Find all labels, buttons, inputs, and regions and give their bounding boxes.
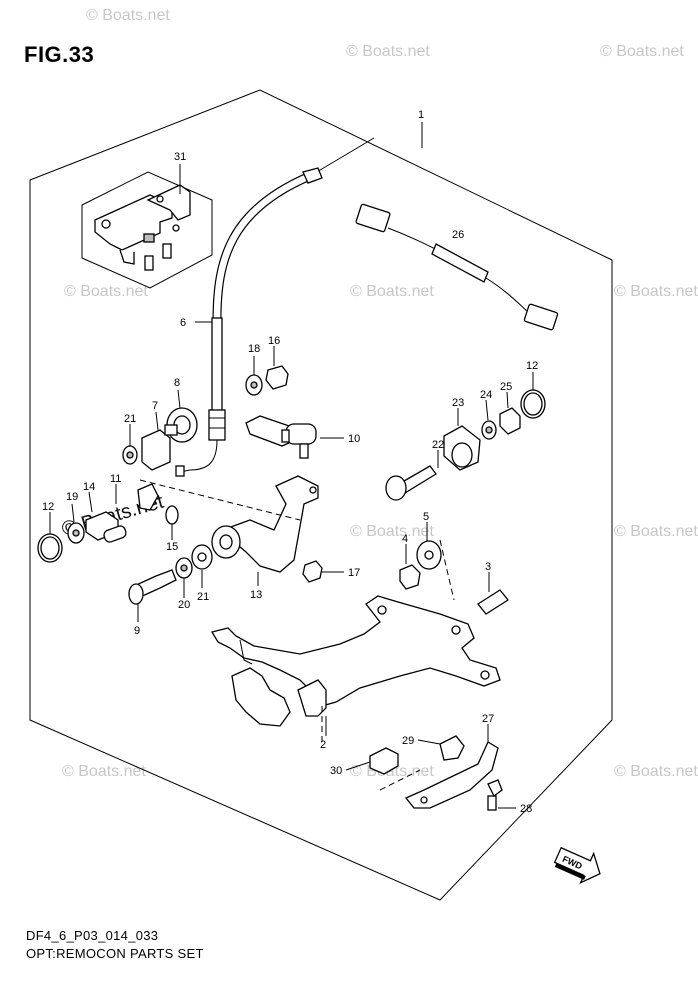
callout-12-left: 12 (42, 501, 54, 513)
remote-bracket-part (210, 595, 501, 727)
watermark: © Boats.net (86, 7, 170, 24)
callout-17: 17 (348, 567, 360, 579)
callout-14: 14 (83, 481, 95, 493)
callout-21-upper: 21 (124, 413, 136, 425)
callout-11: 11 (110, 473, 121, 485)
right-small-parts (385, 389, 546, 501)
nut-part (265, 365, 289, 390)
callout-6: 6 (180, 317, 186, 329)
callout-13: 13 (250, 589, 262, 601)
callout-30: 30 (330, 765, 342, 777)
control-cable-part (175, 137, 375, 477)
bolt-washer-parts (128, 544, 213, 605)
wire-lead-part (355, 203, 559, 331)
leader-lines (49, 122, 534, 809)
diagram-code: DF4_6_P03_014_033 (26, 928, 159, 943)
watermark: © Boats.net (614, 763, 698, 780)
callout-7: 7 (152, 400, 158, 412)
callout-3: 3 (485, 561, 491, 573)
watermark: © Boats.net (350, 283, 434, 300)
callout-15: 15 (166, 541, 178, 553)
callout-5: 5 (423, 511, 429, 523)
nut-washer-stud-parts (399, 540, 509, 615)
watermark: © Boats.net (346, 43, 430, 60)
assembly-lines (139, 479, 455, 791)
callout-1: 1 (418, 109, 424, 121)
parts-set-frame (29, 89, 613, 901)
callout-23: 23 (452, 397, 464, 409)
callout-2: 2 (320, 739, 326, 751)
bracket-kit-frame (81, 171, 213, 289)
diagram-name: OPT:REMOCON PARTS SET (26, 946, 204, 961)
watermark: © Boats.net (64, 283, 148, 300)
callout-labels: 1 2 3 4 5 6 7 8 9 10 11 12 12 13 14 15 1… (42, 109, 538, 815)
callout-28: 28 (520, 803, 532, 815)
callout-4: 4 (402, 533, 408, 545)
callout-21-lower: 21 (197, 591, 209, 603)
forward-direction-arrow: FWD (553, 846, 601, 885)
callout-18: 18 (248, 343, 260, 355)
callout-24: 24 (480, 389, 492, 401)
lever-assembly-part (122, 407, 198, 471)
callout-12-right: 12 (526, 360, 538, 372)
callout-16: 16 (268, 335, 280, 347)
left-small-parts (37, 483, 179, 563)
callout-22: 22 (432, 439, 444, 451)
callout-26: 26 (452, 229, 464, 241)
callout-19: 19 (66, 491, 78, 503)
watermark: © Boats.net (614, 283, 698, 300)
callout-29: 29 (402, 735, 414, 747)
bracket-kit-part (94, 184, 191, 271)
clip-bracket-parts (369, 735, 503, 811)
figure-title: FIG.33 (24, 42, 95, 67)
watermark: © Boats.net (600, 43, 684, 60)
callout-25: 25 (500, 381, 512, 393)
callout-27: 27 (482, 713, 494, 725)
watermark-layer: © Boats.net © Boats.net © Boats.net © Bo… (59, 7, 698, 780)
mount-bracket-part (211, 475, 323, 583)
watermark: © Boats.net (614, 523, 698, 540)
callout-10: 10 (348, 433, 360, 445)
watermark: © Boats.net (62, 763, 146, 780)
callout-31: 31 (174, 151, 186, 163)
cable-bracket-part (245, 415, 317, 459)
callout-9: 9 (134, 625, 140, 637)
callout-20: 20 (178, 599, 190, 611)
watermark: © Boats.net (350, 523, 434, 540)
callout-8: 8 (174, 377, 180, 389)
